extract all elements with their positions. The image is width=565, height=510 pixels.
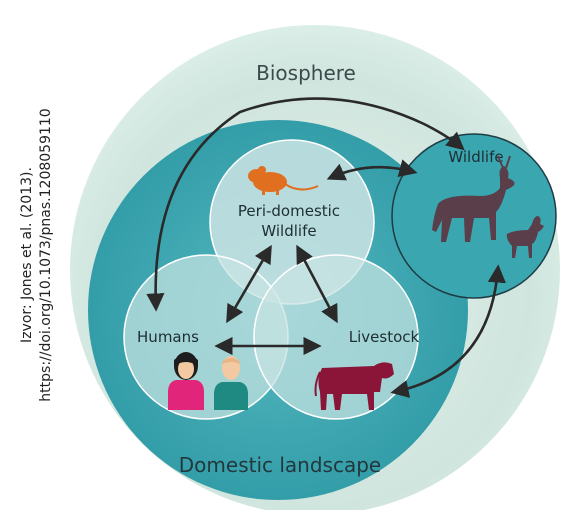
person-female-icon: [168, 352, 204, 410]
domestic-landscape-label: Domestic landscape: [179, 453, 381, 477]
rat-icon: [248, 166, 319, 195]
peri-domestic-label-line2: Wildlife: [261, 222, 316, 240]
arrow-wildlife-livestock: [390, 264, 506, 398]
fawn-icon: [506, 216, 544, 258]
peri-domestic-label-line1: Peri-domestic: [238, 202, 340, 220]
livestock-label: Livestock: [349, 328, 420, 346]
biosphere-label: Biosphere: [256, 61, 356, 85]
arrows: [146, 97, 506, 398]
wildlife-label: Wildlife: [448, 148, 503, 166]
cow-icon: [314, 362, 394, 410]
person-male-icon: [214, 356, 248, 410]
deer-icon: [432, 155, 515, 242]
arrow-humans-wildlife: [146, 97, 465, 312]
humans-label: Humans: [137, 328, 199, 346]
